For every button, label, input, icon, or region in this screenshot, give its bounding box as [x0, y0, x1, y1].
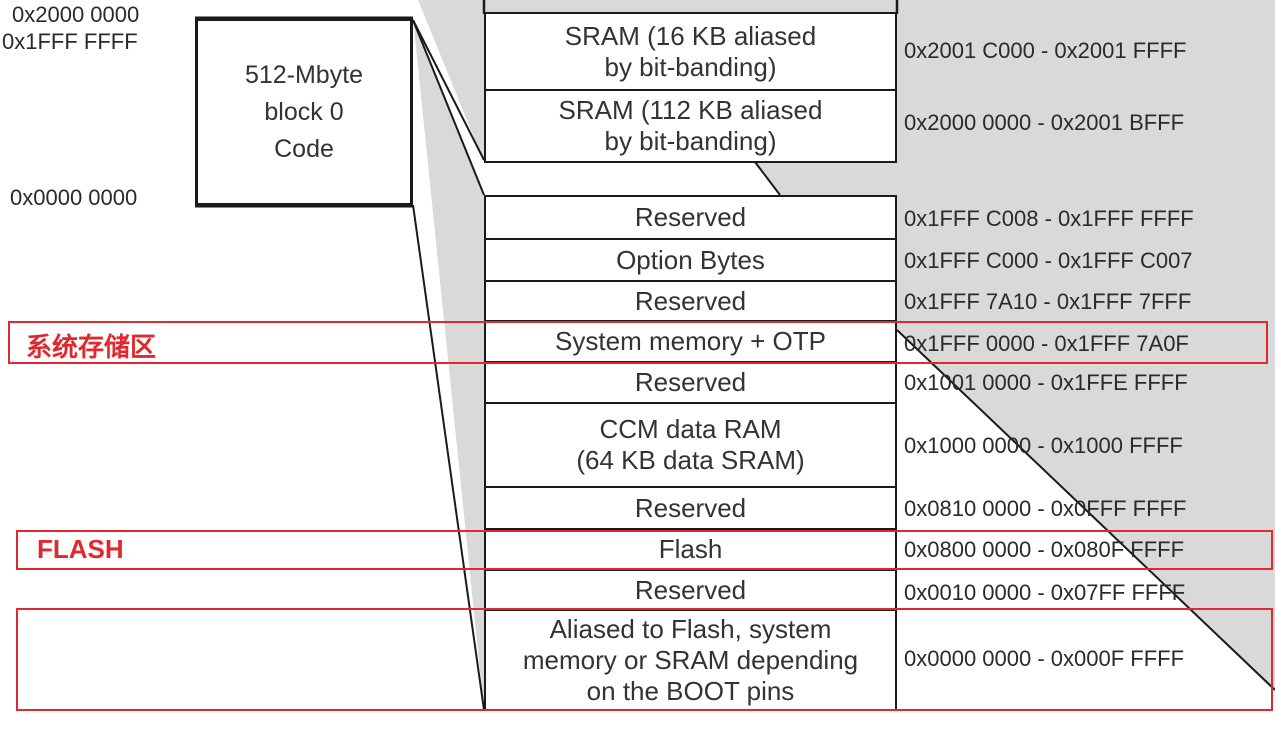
sram-16kb-line-2: by bit-banding)	[604, 52, 777, 82]
ccm-ram-line-1: CCM data RAM	[599, 414, 782, 444]
option-bytes-label: Option Bytes	[616, 244, 765, 275]
boot-alias-highlight	[16, 608, 1273, 711]
reserved-cell-2: Reserved	[484, 280, 897, 322]
reserved-label-4: Reserved	[634, 492, 747, 523]
sram-112kb-line-2: by bit-banding)	[604, 126, 777, 156]
flash-highlight	[16, 530, 1273, 570]
reserved-label-1: Reserved	[634, 202, 747, 232]
reserved-range-5: 0x0010 0000 - 0x07FF FFFF	[904, 580, 1186, 605]
reserved-cell-4: Reserved	[484, 486, 897, 530]
block0-line-1: 512-Mbyte	[244, 60, 364, 89]
reserved-label-5: Reserved	[634, 574, 747, 605]
system-memory-highlight-label: 系统存储区	[26, 332, 157, 362]
reserved-cell-3: Reserved	[484, 361, 897, 404]
flash-label: Flash	[658, 534, 723, 564]
reserved-range-3: 0x1001 0000 - 0x1FFE FFFF	[904, 370, 1188, 395]
aliased-range: 0x0000 0000 - 0x000F FFFF	[904, 646, 1185, 671]
zoom-wedge	[413, 18, 484, 710]
system-memory-label: System memory + OTP	[555, 326, 826, 356]
block0-line-3: Code	[274, 134, 334, 163]
block0-line-2: block 0	[264, 97, 344, 126]
flash-cell: Flash	[484, 528, 897, 571]
connector-upper-mid	[412, 19, 485, 196]
aliased-line-1: Aliased to Flash, system	[549, 613, 832, 644]
sram-112kb-line-1: SRAM (112 KB aliased	[558, 95, 823, 125]
addr-0x1fffffff: 0x1FFF FFFF	[2, 29, 138, 54]
lower-shade	[897, 195, 1275, 690]
ccm-ram-range: 0x1000 0000 - 0x1000 FFFF	[904, 433, 1183, 458]
system-memory-highlight	[8, 321, 1268, 364]
sram-112kb-range: 0x2000 0000 - 0x2001 BFFF	[904, 110, 1185, 135]
sram-16kb-cell: SRAM (16 KB aliased by bit-banding)	[484, 12, 897, 92]
aliased-line-2: memory or SRAM depending	[522, 644, 859, 675]
aliased-line-3: on the BOOT pins	[586, 675, 795, 706]
option-bytes-range: 0x1FFF C000 - 0x1FFF C007	[904, 248, 1193, 273]
system-memory-range: 0x1FFF 0000 - 0x1FFF 7A0F	[904, 331, 1189, 356]
reserved-cell-1: Reserved	[484, 195, 897, 240]
reserved-label-3: Reserved	[634, 367, 747, 397]
flash-highlight-label: FLASH	[37, 534, 124, 564]
connector-upper-top	[412, 19, 485, 161]
ccm-ram-line-2: (64 KB data SRAM)	[576, 445, 805, 475]
reserved-range-4: 0x0810 0000 - 0x0FFF FFFF	[904, 496, 1187, 521]
reserved-range-1: 0x1FFF C008 - 0x1FFF FFFF	[904, 206, 1194, 231]
sram-16kb-range: 0x2001 C000 - 0x2001 FFFF	[904, 38, 1187, 63]
reserved-label-2: Reserved	[634, 285, 747, 316]
addr-0x20000000: 0x2000 0000	[12, 2, 140, 27]
option-bytes-cell: Option Bytes	[484, 238, 897, 282]
sram-16kb-line-1: SRAM (16 KB aliased	[564, 21, 817, 51]
ccm-ram-cell: CCM data RAM (64 KB data SRAM)	[484, 402, 897, 488]
block-0-code: 512-Mbyte block 0 Code	[195, 18, 413, 206]
sram-112kb-cell: SRAM (112 KB aliased by bit-banding)	[484, 89, 897, 163]
addr-0x00000000: 0x0000 0000	[10, 185, 138, 210]
flash-range: 0x0800 0000 - 0x080F FFFF	[904, 537, 1185, 562]
reserved-range-2: 0x1FFF 7A10 - 0x1FFF 7FFF	[904, 289, 1192, 314]
connector-lower	[412, 204, 485, 711]
connector-right-diagonal	[896, 329, 1275, 691]
connector-diagonal	[754, 161, 781, 196]
reserved-cell-5: Reserved	[484, 569, 897, 611]
